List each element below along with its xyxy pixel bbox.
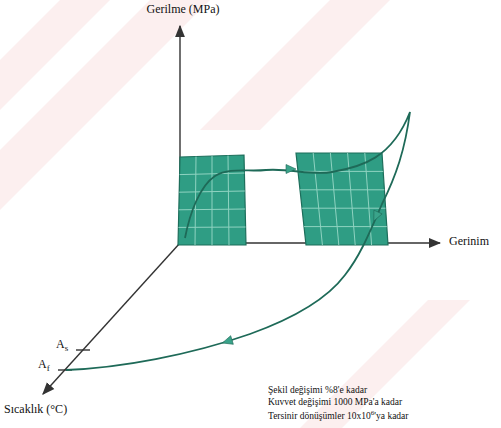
grid-line	[179, 209, 245, 211]
label-text: Şekil değişimi %8'e kadar	[268, 385, 367, 395]
label-text: A	[38, 357, 47, 371]
grid-outline	[296, 153, 388, 245]
grid-line	[313, 153, 322, 245]
label-text: Gerinim	[449, 234, 489, 248]
note-line: Tersinir dönüşümler 10x106'ya kadar	[268, 409, 408, 422]
grid-outline	[178, 155, 246, 245]
label-text: 'ya kadar	[374, 411, 408, 421]
axes	[43, 26, 440, 394]
grid-line	[228, 156, 229, 246]
label-text: Gerilme (MPa)	[147, 2, 220, 16]
deformed-grid	[296, 153, 388, 245]
as-tick	[76, 349, 90, 350]
curve-arrowheads	[221, 165, 382, 348]
temperature-mark: As	[56, 338, 68, 354]
grid-line	[178, 227, 245, 228]
temperature-mark: Af	[38, 358, 50, 374]
grid-line	[179, 191, 245, 192]
label-text: 6	[371, 409, 375, 417]
label-text: A	[56, 337, 65, 351]
grid-line	[180, 173, 245, 175]
grid-line	[304, 226, 387, 227]
axis-label: Sıcaklık (°C)	[4, 403, 67, 417]
watermark-stripes	[0, 0, 470, 428]
axis-label: Gerilme (MPa)	[147, 3, 220, 17]
grid-line	[300, 189, 384, 190]
grid-line	[302, 208, 386, 209]
label-text: s	[65, 343, 69, 353]
axis-label: Gerinim	[449, 235, 489, 249]
label-text: Sıcaklık (°C)	[4, 402, 67, 416]
note-line: Kuvvet değişimi 1000 MPa'a kadar	[268, 397, 402, 408]
label-text: f	[47, 363, 50, 373]
label-text: Tersinir dönüşümler 10x10	[268, 411, 371, 421]
transformation-curve	[66, 112, 410, 370]
label-text: Kuvvet değişimi 1000 MPa'a kadar	[268, 397, 402, 407]
martensite-grid	[178, 155, 246, 245]
grid-line	[330, 153, 338, 245]
temperature-axis	[43, 243, 180, 394]
grid-line	[212, 156, 213, 245]
note-line: Şekil değişimi %8'e kadar	[268, 385, 367, 396]
